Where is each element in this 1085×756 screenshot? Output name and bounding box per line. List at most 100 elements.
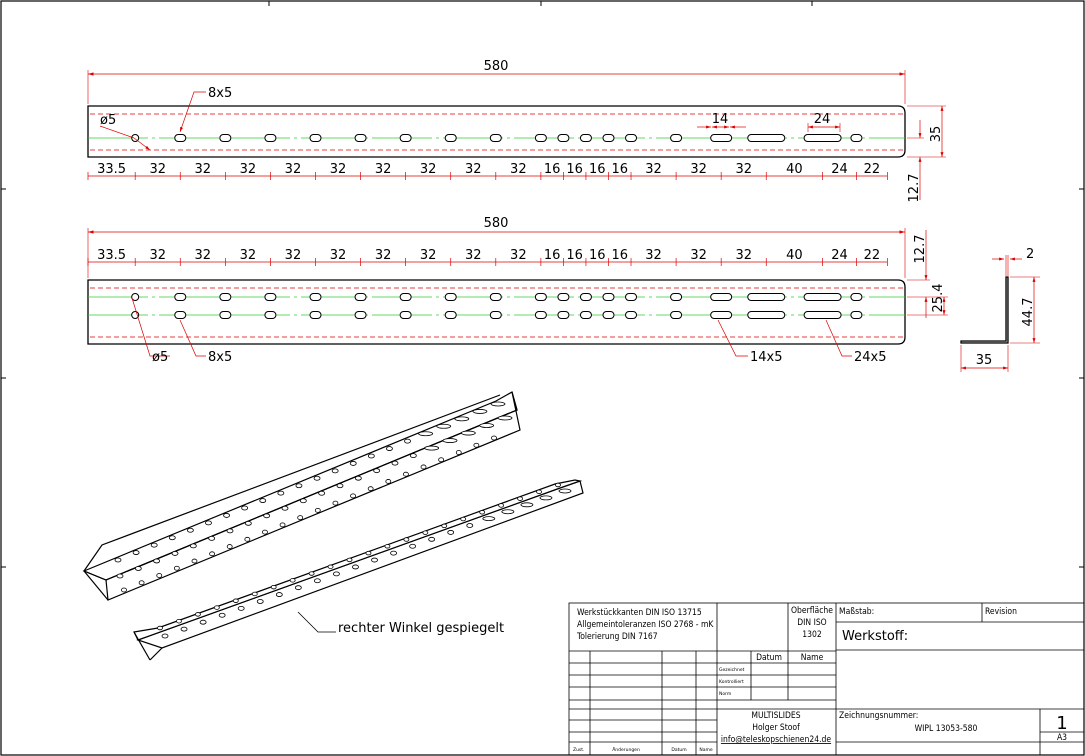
iso-hole <box>447 530 455 535</box>
top-view: 580 ø5 8x5 14 24 35 12.7 <box>87 59 946 203</box>
long-slot <box>710 134 733 142</box>
sheet-format: A3 <box>1057 733 1067 743</box>
slot <box>354 134 367 142</box>
general-note-2: Allgemeintoleranzen ISO 2768 - mK <box>577 620 714 630</box>
iso-hole <box>479 510 486 515</box>
width-dim-text: 35 <box>976 353 993 368</box>
iso-hole <box>460 430 476 436</box>
iso-hole <box>277 490 285 496</box>
iso-hole <box>279 522 286 528</box>
slot <box>602 311 615 319</box>
offset-dim-text: 12.7 <box>913 235 928 264</box>
slot <box>557 134 570 142</box>
long-slot <box>803 134 842 142</box>
iso-hole <box>244 536 251 542</box>
iso-hole <box>205 520 212 526</box>
pitch-dim-text: 22 <box>864 248 881 263</box>
pitch-dim-text: 32 <box>375 162 392 177</box>
slot <box>219 134 232 142</box>
round-hole <box>131 293 140 301</box>
pitch-dim-text: 16 <box>589 162 606 177</box>
slot <box>399 311 412 319</box>
rev-changes-header: Änderungen <box>612 746 640 753</box>
offset-dim-text: 12.7 <box>907 174 922 203</box>
iso-hole <box>490 401 506 407</box>
iso-hole <box>391 460 399 466</box>
slot <box>174 293 187 301</box>
iso-hole <box>150 542 158 548</box>
iso-hole <box>354 475 362 481</box>
iso-hole <box>352 564 359 570</box>
iso-hole <box>365 550 372 556</box>
iso-hole <box>153 558 161 564</box>
iso-hole <box>497 415 513 421</box>
iso-hole <box>460 516 467 522</box>
iso-hole <box>373 468 381 474</box>
iso-hole <box>336 483 344 489</box>
pitch-dim-text: 32 <box>375 248 392 263</box>
iso-hole <box>367 453 375 459</box>
pitch-dim-text: 32 <box>465 162 482 177</box>
iso-hole <box>138 580 145 586</box>
iso-hole <box>168 535 176 541</box>
pitch-dim-text: 16 <box>589 248 606 263</box>
slot <box>219 293 232 301</box>
iso-hole <box>171 551 179 556</box>
pitch-dim-text: 32 <box>420 162 437 177</box>
iso-hole <box>422 530 429 535</box>
iso-hole <box>436 423 452 429</box>
slot <box>534 311 547 319</box>
long-slot <box>710 311 733 319</box>
slot <box>309 293 322 301</box>
iso-hole <box>333 571 340 577</box>
iso-hole <box>390 550 397 556</box>
iso-hole <box>441 523 448 529</box>
height-dim-text: 35 <box>929 126 944 143</box>
pitch-dim-text: 32 <box>240 248 257 263</box>
slot <box>534 134 547 142</box>
iso-hole <box>371 557 378 563</box>
slot <box>489 134 502 142</box>
iso-hole <box>350 493 356 499</box>
iso-hole <box>346 557 353 563</box>
pitch-extension-lines <box>87 258 888 266</box>
surface-standard: DIN ISO <box>797 618 826 628</box>
iso-hole <box>244 520 252 526</box>
slot <box>534 293 547 301</box>
iso-hole <box>297 515 304 521</box>
pitch-dim-text: 32 <box>690 162 707 177</box>
material-label: Werkstoff: <box>842 629 908 644</box>
pitch-dim-text: 16 <box>611 248 628 263</box>
hole-callout: ø5 <box>100 113 116 128</box>
pitch-dim-text: 16 <box>611 162 628 177</box>
iso-hole <box>536 489 542 495</box>
iso-hole <box>157 625 163 631</box>
long-slot <box>803 293 842 301</box>
pitch-dim-text: 32 <box>240 162 257 177</box>
iso-hole <box>517 496 523 501</box>
bottom-view-holes <box>131 293 863 319</box>
person-name: Holger Stoof <box>752 723 800 733</box>
slot-callout: 8x5 <box>208 86 232 101</box>
iso-hole <box>327 564 334 569</box>
checked-label: Kontrolliert <box>719 679 744 685</box>
iso-hole <box>455 450 462 455</box>
top-view-outline <box>87 105 906 158</box>
iso-hole <box>263 513 271 519</box>
thickness-dim-text: 2 <box>1026 247 1034 262</box>
drawing-number: WIPL 13053-580 <box>915 724 978 734</box>
email-link[interactable]: info@teleskopschienen24.de <box>721 735 831 745</box>
iso-hole <box>161 633 169 639</box>
iso-hole <box>262 529 268 535</box>
iso-hole <box>173 565 180 571</box>
iso-hole <box>438 457 445 463</box>
iso-hole <box>318 490 326 496</box>
rev-name-header: Name <box>699 747 713 753</box>
overall-dim-text: 580 <box>484 216 509 231</box>
iso-hole <box>232 598 239 603</box>
revision-label: Revision <box>985 607 1017 617</box>
iso-hole <box>384 544 391 549</box>
slot-leader <box>179 91 206 133</box>
iso-hole <box>259 498 267 503</box>
